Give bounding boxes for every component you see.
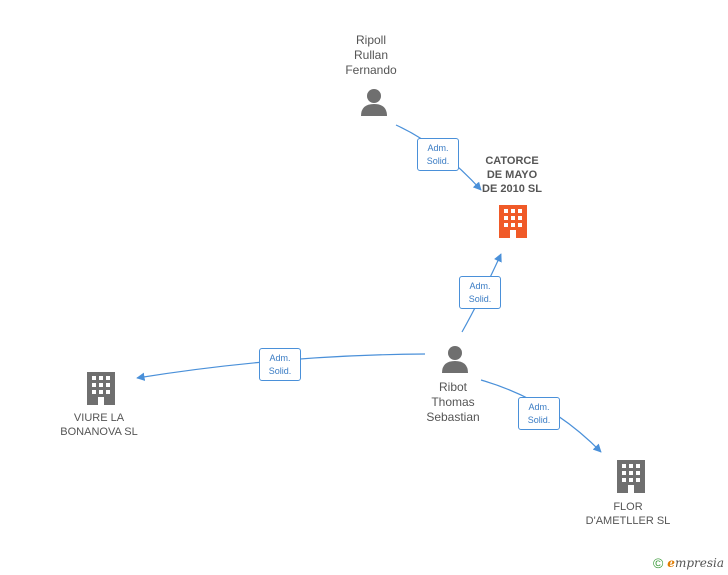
edge-badge-ribot-viure[interactable]: Adm. Solid. [259,348,301,381]
label-line: CATORCE [485,155,539,167]
badge-line: Adm. [528,402,550,412]
brand-initial: e [667,556,675,570]
label-line: DE 2010 SL [482,183,542,195]
label-line: Rullan [353,48,389,62]
edge-badge-ribot-flor[interactable]: Adm. Solid. [518,397,560,430]
edge-badge-ribot-catorce[interactable]: Adm. Solid. [459,276,501,309]
node-label-catorce[interactable]: CATORCE DE MAYO DE 2010 SL [472,154,552,196]
label-line: BONANOVA SL [60,426,138,438]
label-line: DE MAYO [486,169,538,181]
node-label-viure[interactable]: VIURE LA BONANOVA SL [49,411,149,439]
person-icon[interactable] [361,89,387,116]
label-line: Sebastian [426,410,480,424]
building-icon[interactable] [617,460,645,493]
footer-brand: © empresia [653,555,724,571]
person-icon[interactable] [442,346,468,373]
label-line: Ribot [438,380,467,394]
building-icon[interactable] [87,372,115,405]
node-label-flor[interactable]: FLOR D'AMETLLER SL [578,500,678,528]
node-label-ribot[interactable]: Ribot Thomas Sebastian [413,380,493,425]
label-line: Ripoll [355,33,386,47]
brand-logo[interactable]: empresia [667,556,724,570]
badge-line: Solid. [426,156,450,166]
badge-line: Adm. [469,281,491,291]
label-line: FLOR [613,501,643,513]
node-label-ripoll[interactable]: Ripoll Rullan Fernando [331,33,411,78]
badge-line: Solid. [468,294,492,304]
label-line: Thomas [431,395,475,409]
edge-badge-ripoll-catorce[interactable]: Adm. Solid. [417,138,459,171]
label-line: VIURE LA [73,412,125,424]
building-icon[interactable] [499,205,527,238]
label-line: D'AMETLLER SL [585,515,671,527]
copyright-icon: © [652,555,664,571]
badge-line: Adm. [269,353,291,363]
label-line: Fernando [345,63,397,77]
brand-rest: mpresia [674,556,724,570]
badge-line: Solid. [527,415,551,425]
badge-line: Solid. [268,366,292,376]
badge-line: Adm. [427,143,449,153]
